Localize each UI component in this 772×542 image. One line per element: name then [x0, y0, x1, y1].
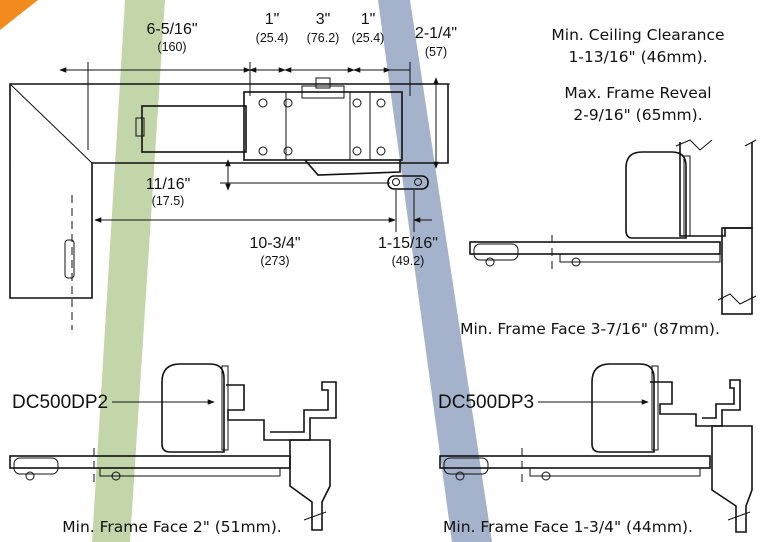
frame-profile-dp3	[650, 379, 741, 427]
dim-2-1-4-mm: (57)	[425, 45, 447, 59]
dim-11-16: 11/16"	[146, 176, 191, 193]
door-frame-dp3	[711, 425, 753, 533]
frame-reveal-value: 2-9/16" (65mm).	[573, 106, 702, 124]
header-wall	[679, 142, 753, 237]
frame-profile-dp2	[226, 381, 337, 441]
closer-body	[625, 151, 687, 239]
model-dp3: DC500DP3	[438, 392, 534, 413]
hinge	[64, 239, 75, 279]
door-frame	[721, 227, 753, 315]
blue-band	[378, 0, 492, 542]
door-frame-dp2	[289, 439, 331, 531]
dim-1a-mm: (25.4)	[256, 31, 289, 45]
dim-11-16-mm: (17.5)	[152, 194, 185, 208]
green-band	[92, 0, 165, 542]
dim-1a: 1"	[265, 11, 280, 28]
frame-reveal-label: Max. Frame Reveal	[564, 84, 711, 102]
dim-1b: 1"	[361, 11, 376, 28]
top-view: 6-5/16" (160) 1" (25.4) 3" (76.2) 1" (25…	[9, 11, 457, 330]
frame-profile	[9, 83, 449, 299]
closer-body-dp2	[161, 363, 225, 453]
frame-face-dp3-label: Min. Frame Face 1-3/4" (44mm).	[443, 518, 693, 536]
orange-accent	[0, 0, 38, 30]
closer-arm	[304, 159, 401, 176]
closer-cylinder	[141, 105, 247, 153]
ceiling-clearance-value: 1-13/16" (46mm).	[568, 48, 707, 66]
dim-1-15-16-mm: (49.2)	[392, 254, 425, 268]
dim-10-3-4-mm: (273)	[260, 254, 289, 268]
dim-10-3-4: 10-3/4"	[249, 235, 300, 252]
frame-face-dp2-label: Min. Frame Face 2" (51mm).	[62, 518, 281, 536]
closer-body-dp3	[591, 363, 655, 453]
dp3-view: DC500DP3 Min. Frame Face 1-3/4" (44mm).	[438, 363, 753, 536]
dp2-view: DC500DP2 Min. Frame Face 2" (51mm).	[9, 363, 337, 536]
dim-2-1-4: 2-1/4"	[415, 25, 457, 42]
frame-face-top-label: Min. Frame Face 3-7/16" (87mm).	[460, 320, 720, 338]
ceiling-clearance-label: Min. Ceiling Clearance	[551, 26, 724, 44]
dim-6-5-16: 6-5/16"	[146, 21, 197, 38]
dim-6-5-16-mm: (160)	[157, 40, 186, 54]
dim-3-mm: (76.2)	[307, 31, 340, 45]
closer-housing	[243, 91, 403, 161]
side-view-top-right: Min. Ceiling Clearance 1-13/16" (46mm). …	[460, 26, 757, 338]
dim-3: 3"	[316, 11, 331, 28]
dim-1b-mm: (25.4)	[352, 31, 385, 45]
dim-1-15-16: 1-15/16"	[378, 235, 438, 252]
screw	[258, 98, 268, 108]
model-dp2: DC500DP2	[12, 392, 108, 413]
